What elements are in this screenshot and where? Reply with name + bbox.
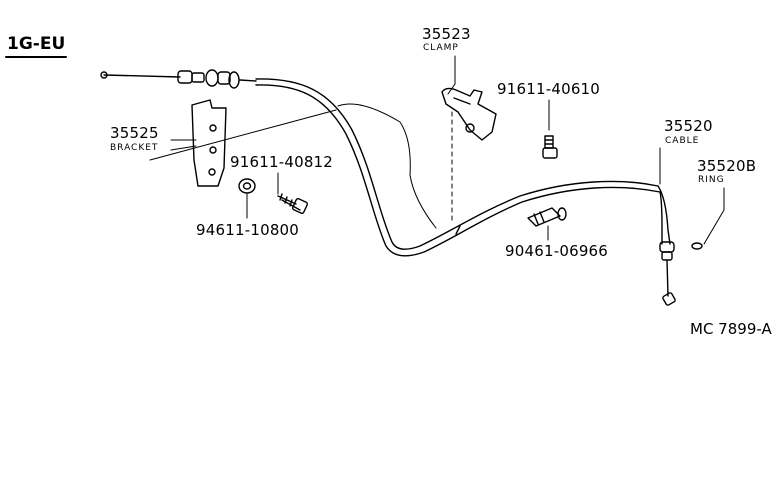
cable-end-fittings [100,69,257,89]
ring-35520b [691,242,703,250]
bolt-91611-40610 [542,135,558,159]
cable-lower-run-outer [659,191,663,245]
part-name-ring: RING [698,175,725,185]
engine-edge-line [149,109,337,161]
model-label: 1G-EU [7,34,66,54]
part-number-91611-40812: 91611-40812 [230,153,334,171]
part-number-35523: 35523 [422,25,471,43]
part-number-35525: 35525 [110,124,159,142]
leader-35520b [703,187,725,245]
fastener-90461 [527,207,567,227]
part-name-clamp: CLAMP [423,43,459,53]
throttle-cable [255,78,659,250]
cable-sleeve-mark [455,225,461,235]
bolt-91611-40812 [277,193,309,215]
part-name-bracket: BRACKET [110,143,159,153]
throttle-cable-outer [255,84,661,257]
part-number-35520: 35520 [664,117,713,135]
part-name-cable: CABLE [665,136,700,146]
leader-35523 [447,55,456,95]
engine-outline [337,103,437,229]
cable-lower-end [659,241,676,306]
part-number-90461-06966: 90461-06966 [505,242,609,260]
cable-lower-run [657,185,671,245]
leader-35525-b [170,145,197,151]
part-number-94611-10800: 94611-10800 [196,221,300,239]
part-number-91611-40610: 91611-40610 [497,80,601,98]
nut-94611 [238,178,256,194]
diagram-code: MC 7899-A [690,320,772,338]
clamp-35523 [441,87,497,141]
bracket-35525 [191,99,227,187]
part-number-35520b: 35520B [697,157,757,175]
